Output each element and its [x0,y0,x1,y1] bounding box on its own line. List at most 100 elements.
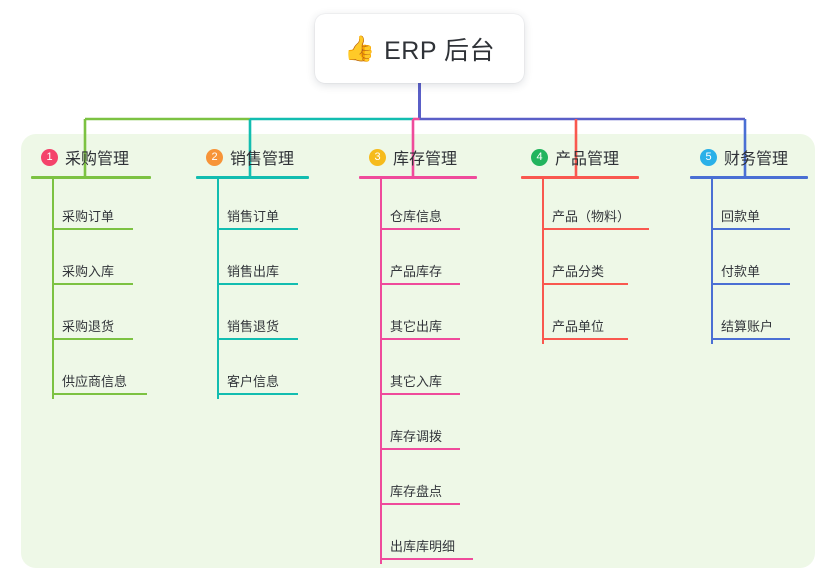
column-header-underline [196,176,309,179]
column-badge-icon: 2 [206,148,223,166]
list-item[interactable]: 其它出库 [359,289,477,344]
list-item[interactable]: 库存盘点 [359,454,477,509]
column-header-underline [31,176,151,179]
column-badge-icon: 3 [369,148,386,166]
column-header-3[interactable]: 3 库存管理 [359,146,477,168]
root-node-card[interactable]: 👍 ERP 后台 [315,14,524,83]
column-4: 4 产品管理产品（物料） 产品分类产品单位 [521,146,649,344]
list-item[interactable]: 其它入库 [359,344,477,399]
list-item-label: 库存盘点 [390,484,443,499]
item-connector-line [711,234,713,289]
list-item-label: 结算账户 [721,319,774,334]
diagram-background-panel [21,134,815,568]
item-connector-line [380,509,382,564]
list-item-underline [53,393,147,395]
list-item[interactable]: 销售退货 [196,289,309,344]
list-item[interactable]: 销售出库 [196,234,309,289]
item-connector-line [380,234,382,289]
list-item[interactable]: 销售订单 [196,179,309,234]
list-item-label: 仓库信息 [390,209,443,224]
list-item[interactable]: 产品单位 [521,289,639,344]
list-item-underline [53,338,133,340]
list-item-underline [218,228,298,230]
list-item-underline [381,558,473,560]
list-item-label: 付款单 [721,264,761,279]
item-connector-line [380,179,382,234]
list-item-label: 销售出库 [227,264,280,279]
list-item[interactable]: 采购退货 [31,289,151,344]
list-item-underline [712,228,790,230]
list-item-label: 出库库明细 [390,539,456,554]
list-item-label: 产品库存 [390,264,443,279]
column-items: 销售订单销售出库销售退货客户信息 [196,179,309,399]
list-item-label: 供应商信息 [62,374,128,389]
item-connector-line [217,344,219,399]
column-5: 5 财务管理回款单付款单结算账户 [690,146,808,344]
list-item-underline [218,393,298,395]
list-item-underline [381,338,460,340]
column-badge-icon: 5 [700,148,717,166]
list-item[interactable]: 客户信息 [196,344,309,399]
column-header-underline [521,176,639,179]
column-3: 3 库存管理仓库信息产品库存其它出库其它入库库存调拨库存盘点出库库明细 [359,146,477,564]
list-item-label: 产品（物料） [552,209,631,224]
item-connector-line [217,234,219,289]
item-connector-line [52,289,54,344]
column-title: 库存管理 [393,151,458,168]
list-item[interactable]: 回款单 [690,179,808,234]
list-item[interactable]: 结算账户 [690,289,808,344]
item-connector-line [542,179,544,234]
list-item-label: 其它入库 [390,374,443,389]
root-node-title: ERP 后台 [384,36,496,65]
list-item[interactable]: 库存调拨 [359,399,477,454]
list-item-underline [543,228,649,230]
list-item[interactable]: 仓库信息 [359,179,477,234]
list-item-label: 销售订单 [227,209,280,224]
list-item[interactable]: 产品库存 [359,234,477,289]
column-title: 财务管理 [724,151,789,168]
item-connector-line [380,344,382,399]
root-node-content: 👍 ERP 后台 [344,31,495,67]
list-item[interactable]: 采购入库 [31,234,151,289]
list-item-underline [218,283,298,285]
column-header-underline [690,176,808,179]
item-connector-line [542,289,544,344]
column-header-1[interactable]: 1 采购管理 [31,146,151,168]
column-title: 产品管理 [555,151,620,168]
column-header-5[interactable]: 5 财务管理 [690,146,808,168]
list-item-label: 回款单 [721,209,761,224]
list-item[interactable]: 供应商信息 [31,344,151,399]
list-item-underline [218,338,298,340]
column-items: 回款单付款单结算账户 [690,179,808,344]
column-items: 采购订单采购入库采购退货供应商信息 [31,179,151,399]
list-item[interactable]: 产品分类 [521,234,639,289]
list-item-label: 采购订单 [62,209,115,224]
column-title: 采购管理 [65,151,130,168]
list-item[interactable]: 采购订单 [31,179,151,234]
column-header-4[interactable]: 4 产品管理 [521,146,639,168]
list-item-label: 客户信息 [227,374,280,389]
item-connector-line [52,344,54,399]
list-item-label: 采购入库 [62,264,115,279]
list-item-underline [53,228,133,230]
item-connector-line [711,179,713,234]
column-badge-icon: 4 [531,148,548,166]
item-connector-line [52,179,54,234]
list-item[interactable]: 出库库明细 [359,509,477,564]
item-connector-line [217,289,219,344]
list-item[interactable]: 产品（物料） [521,179,649,234]
list-item-underline [712,283,790,285]
column-badge-icon: 1 [41,148,58,166]
list-item[interactable]: 付款单 [690,234,808,289]
list-item-underline [543,338,628,340]
item-connector-line [52,234,54,289]
item-connector-line [380,399,382,454]
list-item-underline [381,503,460,505]
column-header-underline [359,176,477,179]
list-item-underline [381,448,460,450]
item-connector-line [380,454,382,509]
item-connector-line [542,234,544,289]
